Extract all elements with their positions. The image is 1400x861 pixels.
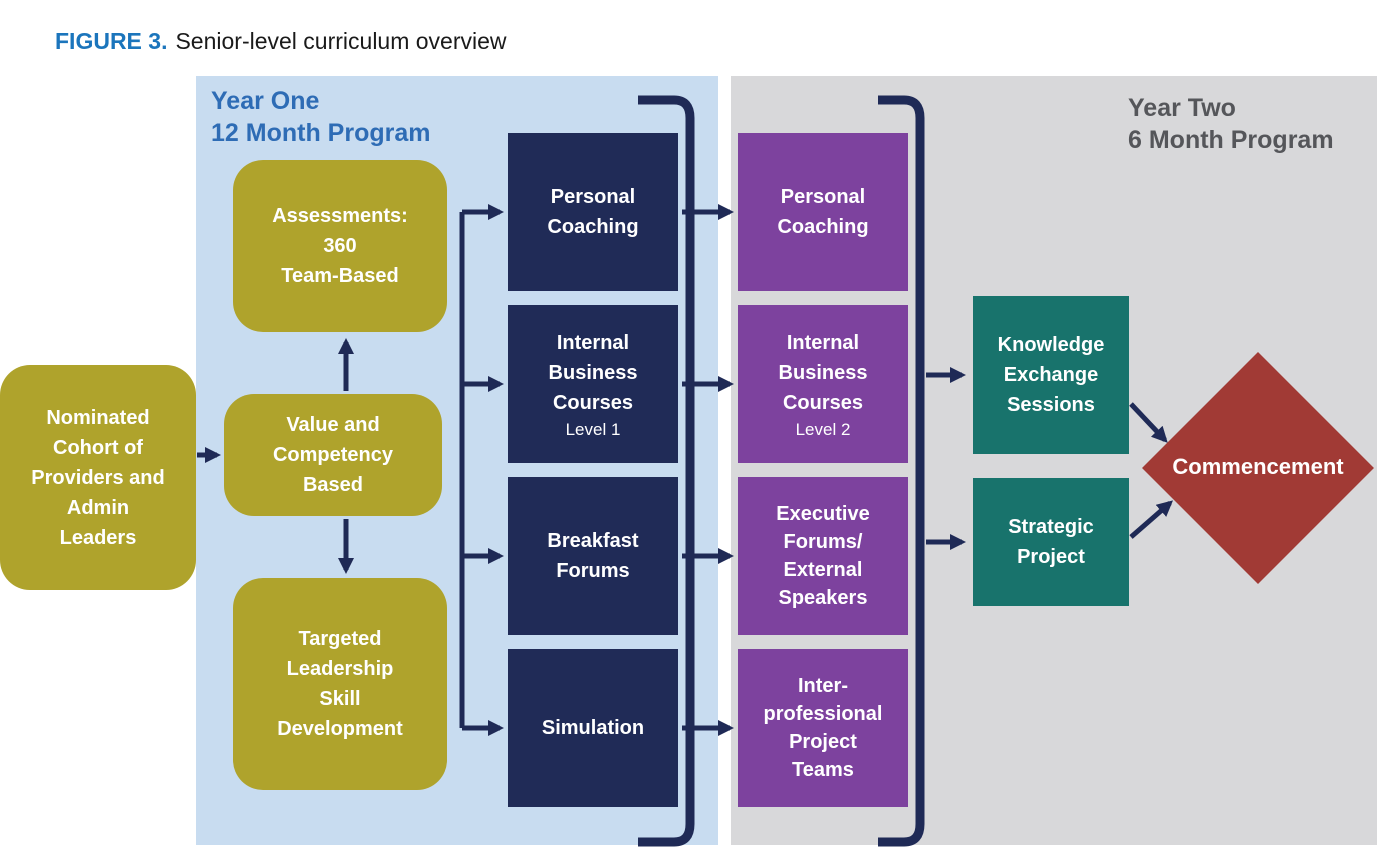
node-executive-forums: Executive Forums/ External Speakers — [738, 477, 908, 635]
figure-title: FIGURE 3. Senior-level curriculum overvie… — [55, 28, 507, 55]
node-strategic-project: Strategic Project — [973, 478, 1129, 606]
node-value-competency: Value and Competency Based — [224, 394, 442, 516]
node-targeted-leadership: Targeted Leadership Skill Development — [233, 578, 447, 790]
node-interprofessional-teams-label: Inter- professional Project Teams — [763, 675, 883, 781]
node-targeted-leadership-label: Targeted Leadership Skill Development — [277, 628, 403, 740]
node-assessments-label: Assessments: 360 Team-Based — [272, 205, 408, 287]
year-two-heading: Year Two 6 Month Program — [1128, 94, 1334, 154]
node-interprofessional-teams: Inter- professional Project Teams — [738, 649, 908, 807]
node-internal-courses-y1: Internal Business Courses Level 1 — [508, 305, 678, 463]
node-commencement-label: Commencement — [1172, 454, 1344, 479]
node-internal-courses-y2-level: Level 2 — [795, 420, 851, 439]
node-internal-courses-y2-label: Internal Business Courses — [778, 332, 868, 414]
year-one-heading: Year One 12 Month Program — [211, 87, 431, 147]
node-personal-coaching-y2: Personal Coaching — [738, 133, 908, 291]
node-nominated-cohort: Nominated Cohort of Providers and Admin … — [0, 365, 196, 590]
node-simulation-label: Simulation — [541, 717, 645, 739]
node-assessments: Assessments: 360 Team-Based — [233, 160, 447, 332]
figure-caption: Senior-level curriculum overview — [175, 28, 507, 54]
node-knowledge-exchange-label: Knowledge Exchange Sessions — [997, 334, 1105, 416]
node-breakfast-forums: Breakfast Forums — [508, 477, 678, 635]
node-internal-courses-y1-level: Level 1 — [565, 420, 621, 439]
figure-label: FIGURE 3. — [55, 28, 168, 54]
node-strategic-project-label: Strategic Project — [1008, 516, 1094, 568]
node-simulation: Simulation — [508, 649, 678, 807]
node-executive-forums-label: Executive Forums/ External Speakers — [776, 503, 870, 609]
node-knowledge-exchange: Knowledge Exchange Sessions — [973, 296, 1129, 454]
node-breakfast-forums-label: Breakfast Forums — [547, 530, 639, 582]
node-personal-coaching-y1: Personal Coaching — [508, 133, 678, 291]
node-internal-courses-y2: Internal Business Courses Level 2 — [738, 305, 908, 463]
node-value-competency-label: Value and Competency Based — [272, 414, 394, 496]
node-personal-coaching-y1-label: Personal Coaching — [547, 186, 639, 238]
node-internal-courses-y1-label: Internal Business Courses — [548, 332, 638, 414]
node-nominated-cohort-label: Nominated Cohort of Providers and Admin … — [31, 406, 165, 549]
node-personal-coaching-y2-label: Personal Coaching — [777, 186, 869, 238]
